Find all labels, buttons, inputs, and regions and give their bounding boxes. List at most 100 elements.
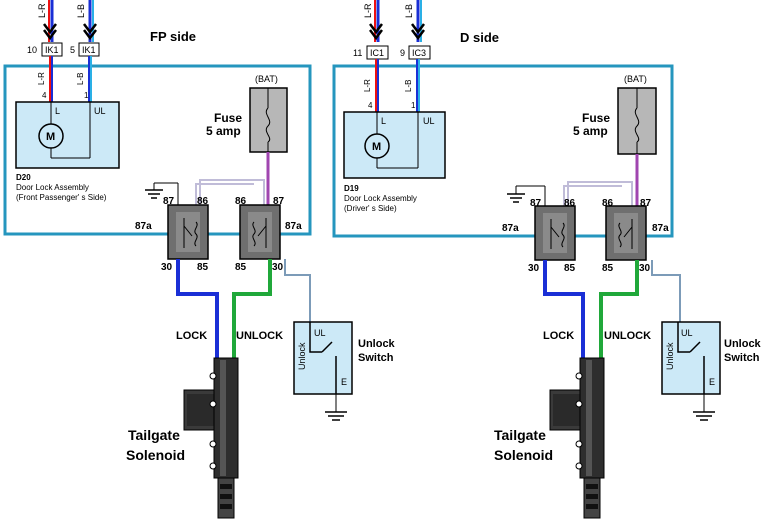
solenoid-label: Tailgate: [128, 427, 180, 443]
relay-pin: 30: [161, 262, 173, 273]
motor-icon: [38, 123, 64, 149]
motor-label: M: [372, 141, 381, 153]
switch-side-label: Unlock: [665, 342, 675, 370]
lock-terminal-label: L: [381, 116, 386, 126]
relay-pin: 87: [273, 196, 285, 207]
tailgate-solenoid: [183, 357, 239, 519]
switch-e-label: E: [709, 377, 715, 387]
panel-title: FP side: [150, 29, 196, 44]
wire-label: L-B: [404, 80, 413, 92]
door-lock-assembly: [15, 101, 120, 169]
assembly-pin: 4: [42, 91, 47, 100]
switch-title: Switch: [724, 352, 760, 364]
fuse-label: Fuse: [214, 111, 242, 125]
relay-pin: 86: [602, 198, 614, 209]
door-frame: [3, 64, 312, 236]
relay-pin: 85: [235, 262, 247, 273]
wire-label: L-R: [37, 3, 47, 18]
assembly-code: D19: [344, 184, 359, 193]
switch-e-label: E: [341, 377, 347, 387]
switch-title: Unlock: [724, 338, 762, 350]
assembly-name: Door Lock Assembly: [344, 194, 417, 203]
wire-label: L-B: [404, 4, 414, 18]
connector-id: IC1: [370, 48, 384, 58]
connector-pin: 5: [70, 45, 75, 55]
connector-arrow-icon: [411, 23, 425, 41]
unlock-wire-label: UNLOCK: [236, 330, 283, 342]
wire-label: L-B: [76, 73, 85, 85]
door-lock-assembly: [343, 111, 446, 179]
assembly-code: D20: [16, 173, 31, 182]
solenoid-label: Solenoid: [494, 447, 553, 463]
fuse-rating: 5 amp: [573, 124, 608, 138]
lock-wire: [543, 260, 585, 360]
connector-id: IC3: [412, 48, 426, 58]
assembly-pin: 4: [368, 101, 373, 110]
unlock-switch: [293, 321, 353, 395]
relay-pin: 85: [197, 262, 209, 273]
relay-pin: 86: [197, 196, 209, 207]
relay-pin: 85: [602, 263, 614, 274]
relay-link-wire: [199, 179, 265, 205]
relay-pin: 87: [640, 198, 652, 209]
relay-pin: 86: [235, 196, 247, 207]
panel-fp-side: L-R L-B 10 IK1 5 IK1 FP side L-R L-B 4 1…: [3, 0, 396, 519]
assembly-pin: 1: [411, 101, 416, 110]
lock-terminal-label: L: [55, 106, 60, 116]
relay-pin: 87a: [285, 221, 302, 232]
relay-pin: 30: [272, 262, 284, 273]
unlock-wire: [599, 260, 639, 360]
fuse-rating: 5 amp: [206, 124, 241, 138]
battery-label: (BAT): [624, 74, 647, 84]
wire-label: L-R: [37, 72, 46, 85]
switch-contact-icon: [677, 322, 705, 394]
connector-pin: 10: [27, 45, 37, 55]
switch-wire: [651, 260, 681, 322]
unlock-switch: [661, 321, 721, 395]
connector-arrow-icon: [43, 23, 57, 41]
switch-contact-icon: [309, 322, 337, 394]
unlock-terminal-label: UL: [94, 106, 106, 116]
connector-arrow-icon: [83, 23, 97, 41]
battery-label: (BAT): [255, 74, 278, 84]
connector-id: IK1: [45, 45, 59, 55]
switch-ul-label: UL: [681, 328, 693, 338]
relay-pin: 87a: [135, 221, 152, 232]
assembly-name: Door Lock Assembly: [16, 183, 89, 192]
unlock-wire: [232, 259, 272, 360]
relay-pin: 86: [564, 198, 576, 209]
relay-pin: 87a: [652, 223, 669, 234]
lock-wire: [176, 259, 219, 360]
switch-title: Switch: [358, 352, 394, 364]
relay-pin: 30: [639, 263, 651, 274]
wire-label: L-B: [76, 4, 86, 18]
tailgate-solenoid: [549, 357, 605, 519]
assembly-pin: 1: [84, 91, 89, 100]
connector-pin: 11: [353, 48, 362, 58]
connector-id: IK1: [82, 45, 96, 55]
assembly-side: (Driver' s Side): [344, 204, 397, 213]
connector-pin: 9: [400, 48, 405, 58]
fuse-icon: [634, 107, 640, 143]
lock-wire-label: LOCK: [176, 330, 207, 342]
wire-label: L-R: [363, 3, 373, 18]
solenoid-label: Solenoid: [126, 447, 185, 463]
lock-wire-label: LOCK: [543, 330, 574, 342]
relay-pin: 87a: [502, 223, 519, 234]
motor-label: M: [46, 131, 55, 143]
unlock-terminal-label: UL: [423, 116, 435, 126]
relay-pin: 87: [163, 196, 175, 207]
unlock-wire-label: UNLOCK: [604, 330, 651, 342]
panel-title: D side: [460, 30, 499, 45]
door-frame: [332, 64, 674, 238]
switch-title: Unlock: [358, 338, 396, 350]
assembly-side: (Front Passenger' s Side): [16, 193, 107, 202]
fuse-icon: [265, 107, 271, 143]
motor-icon: [364, 133, 390, 159]
relay-pin: 30: [528, 263, 540, 274]
switch-side-label: Unlock: [297, 342, 307, 370]
solenoid-label: Tailgate: [494, 427, 546, 443]
panel-d-side: L-R L-B 11 IC1 9 IC3 D side L-R L-B 4 1 …: [332, 0, 762, 519]
relay-pin: 85: [564, 263, 576, 274]
